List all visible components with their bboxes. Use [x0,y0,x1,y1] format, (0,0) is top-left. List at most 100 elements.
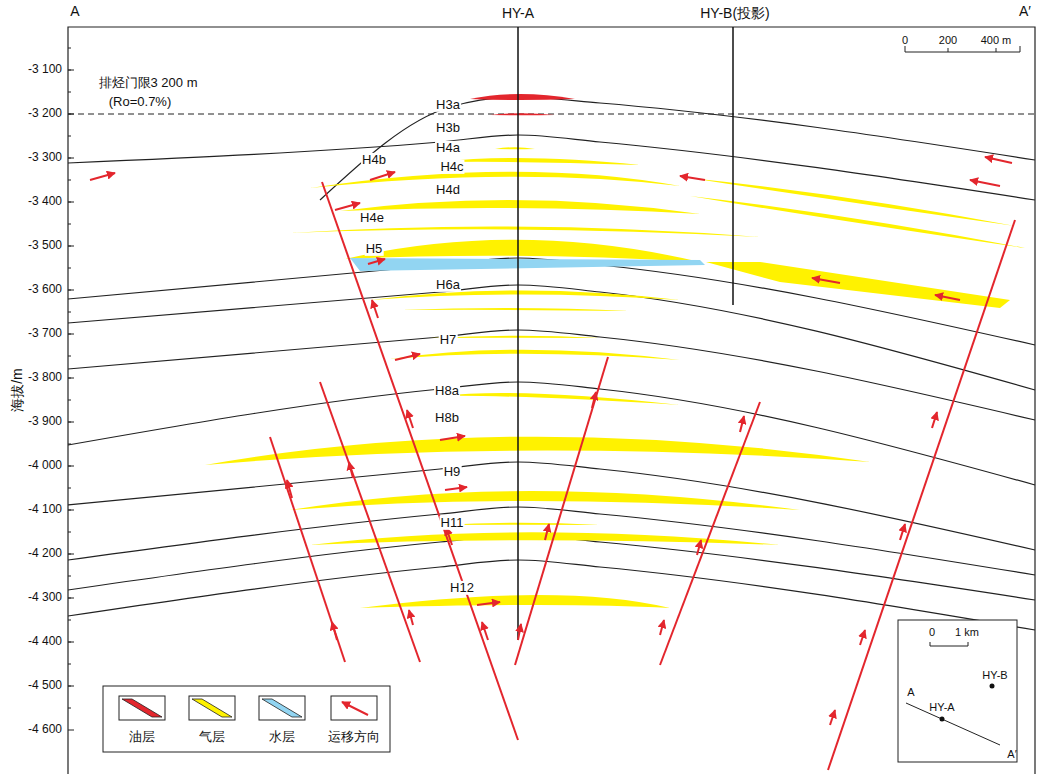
minor-tick [68,356,71,357]
migration-arrow [445,487,467,490]
swatch-frame [331,696,377,720]
minor-tick [68,554,71,555]
minor-tick [68,158,71,159]
axis-label: -4 300 [28,591,62,604]
legend-item: 油层 [118,695,166,747]
migration-arrow [90,173,115,180]
minor-tick [68,202,71,203]
migration-arrow [970,180,1000,186]
migration-arrow [349,462,353,478]
minor-tick [68,378,71,379]
migration-arrow [697,540,701,555]
legend-swatch [118,695,166,721]
gas-layer [495,147,535,149]
minor-tick [68,576,71,577]
gas-layer [690,196,1025,248]
axis-tick [68,642,74,643]
migration-arrow [335,203,360,210]
minor-tick [68,246,71,247]
oil-layer [470,94,575,100]
axis-tick [68,70,74,71]
migration-arrow [830,710,835,725]
axis-label: -4 200 [28,547,62,560]
legend-text: 气层 [199,730,225,744]
layer-label: H3a [435,98,461,112]
migration-arrow [660,620,664,635]
axis-label: -4 000 [28,459,62,472]
swatch-frame [259,696,305,720]
migration-arrow [368,259,385,264]
axis-tick [68,466,74,467]
migration-arrow [409,610,413,625]
minor-tick [68,334,71,335]
well-dot [990,684,995,689]
water-layer [350,258,705,271]
migration-arrow [287,480,292,498]
axis-label: -3 200 [28,107,62,120]
fault-line [322,182,518,740]
gas-layer [310,172,680,188]
layer-label: H4b [361,153,387,167]
legend-item: 水层 [258,695,306,747]
minor-tick [68,92,71,93]
layer-label: H3b [435,121,461,135]
minor-tick [68,488,71,489]
legend-item: 运移方向 [330,695,378,747]
axis-tick [68,202,74,203]
migration-arrow [812,278,840,283]
scale-bar [905,46,1020,52]
horizon-line [68,330,1035,420]
label: 400 m [981,34,1012,46]
layer-label: H6a [435,278,461,292]
migration-arrow [332,622,337,640]
axis-tick [68,598,74,599]
label: A [907,686,914,698]
axis-tick [68,422,74,423]
inset-scale [930,642,968,646]
swatch-arrow [342,702,368,715]
migration-arrow [407,410,413,428]
gas-layer [370,290,680,300]
minor-tick [68,422,71,423]
minor-tick [68,708,71,709]
threshold-line [68,114,1035,115]
minor-tick [68,642,71,643]
gas-layer [440,158,640,165]
migration-arrow [518,624,521,640]
axis-frame [68,27,1035,774]
axis-label: -4 600 [28,723,62,736]
axis-tick [68,158,74,159]
layer-label: H7 [439,333,458,347]
legend-text: 油层 [129,730,155,744]
migration-arrow [985,157,1012,163]
layer-label: H9 [443,465,462,479]
axis-tick [68,334,74,335]
axis-label: -4 500 [28,679,62,692]
label: HY-A [502,6,534,21]
gas-layer [340,200,700,214]
fault-line [660,402,760,665]
migration-arrow [477,602,500,605]
axis-tick [68,686,74,687]
minor-tick [68,620,71,621]
swatch-frame [189,696,235,720]
horizon-line [68,285,1035,390]
legend-swatch [188,695,236,721]
minor-tick [68,312,71,313]
gas-layer [290,226,760,237]
label: HY-A [929,701,954,713]
layer-label: H4d [435,183,461,197]
label: (Ro=0.7%) [108,95,173,109]
inset-map [898,620,1017,762]
minor-tick [68,136,71,137]
axis-tick [68,378,74,379]
layer-label: H4c [439,160,464,174]
minor-tick [68,290,71,291]
well-line [732,27,734,305]
axis-label: -3 500 [28,239,62,252]
legend-item: 气层 [188,695,236,747]
axis-tick [68,510,74,511]
migration-arrow [935,295,960,300]
axis-label: -3 100 [28,63,62,76]
